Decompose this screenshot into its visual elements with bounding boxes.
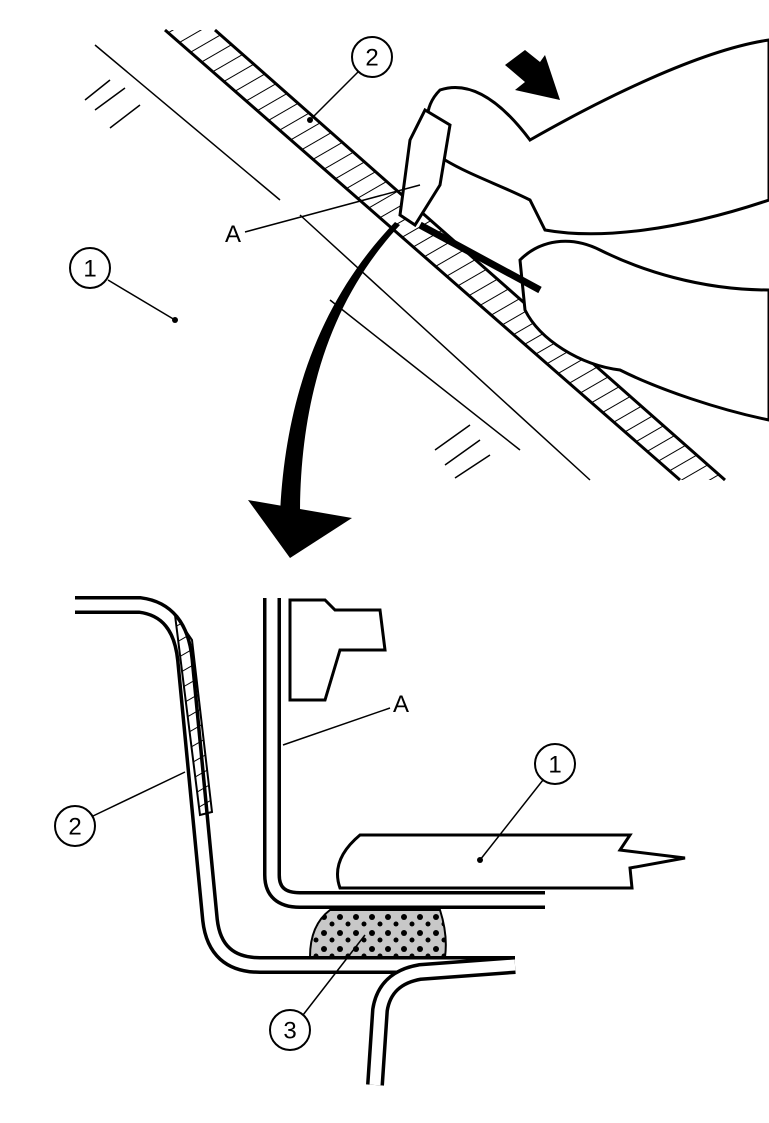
molding-profile [75,596,515,974]
top-view: 2 1 A [69,28,769,482]
detail-arrow [248,222,400,558]
callout-1-label: 1 [83,256,96,283]
callout-a-section: A [282,691,409,746]
push-direction-arrow [505,50,560,100]
callout-2-label: 2 [68,814,81,841]
callout-1-label: 1 [548,752,561,779]
callout-3-section: 3 [269,934,366,1051]
adhesive [308,909,447,958]
callout-1-section: 1 [477,743,576,863]
glass-section [336,833,686,890]
tool-a [398,107,542,294]
callout-a-label: A [393,691,409,718]
callout-2-top: 2 [307,36,393,123]
body-panel [366,956,516,1086]
callout-3-label: 3 [283,1018,296,1045]
section-view: 2 A 1 3 [54,596,686,1086]
callout-2-section: 2 [54,771,186,847]
hands [425,38,769,422]
callout-a-label: A [225,221,241,248]
tool-a-profile [263,598,545,909]
callout-a-top: A [225,184,421,248]
callout-2-label: 2 [365,45,378,72]
glass-edge-lines [84,44,591,481]
callout-1-top: 1 [69,247,178,323]
